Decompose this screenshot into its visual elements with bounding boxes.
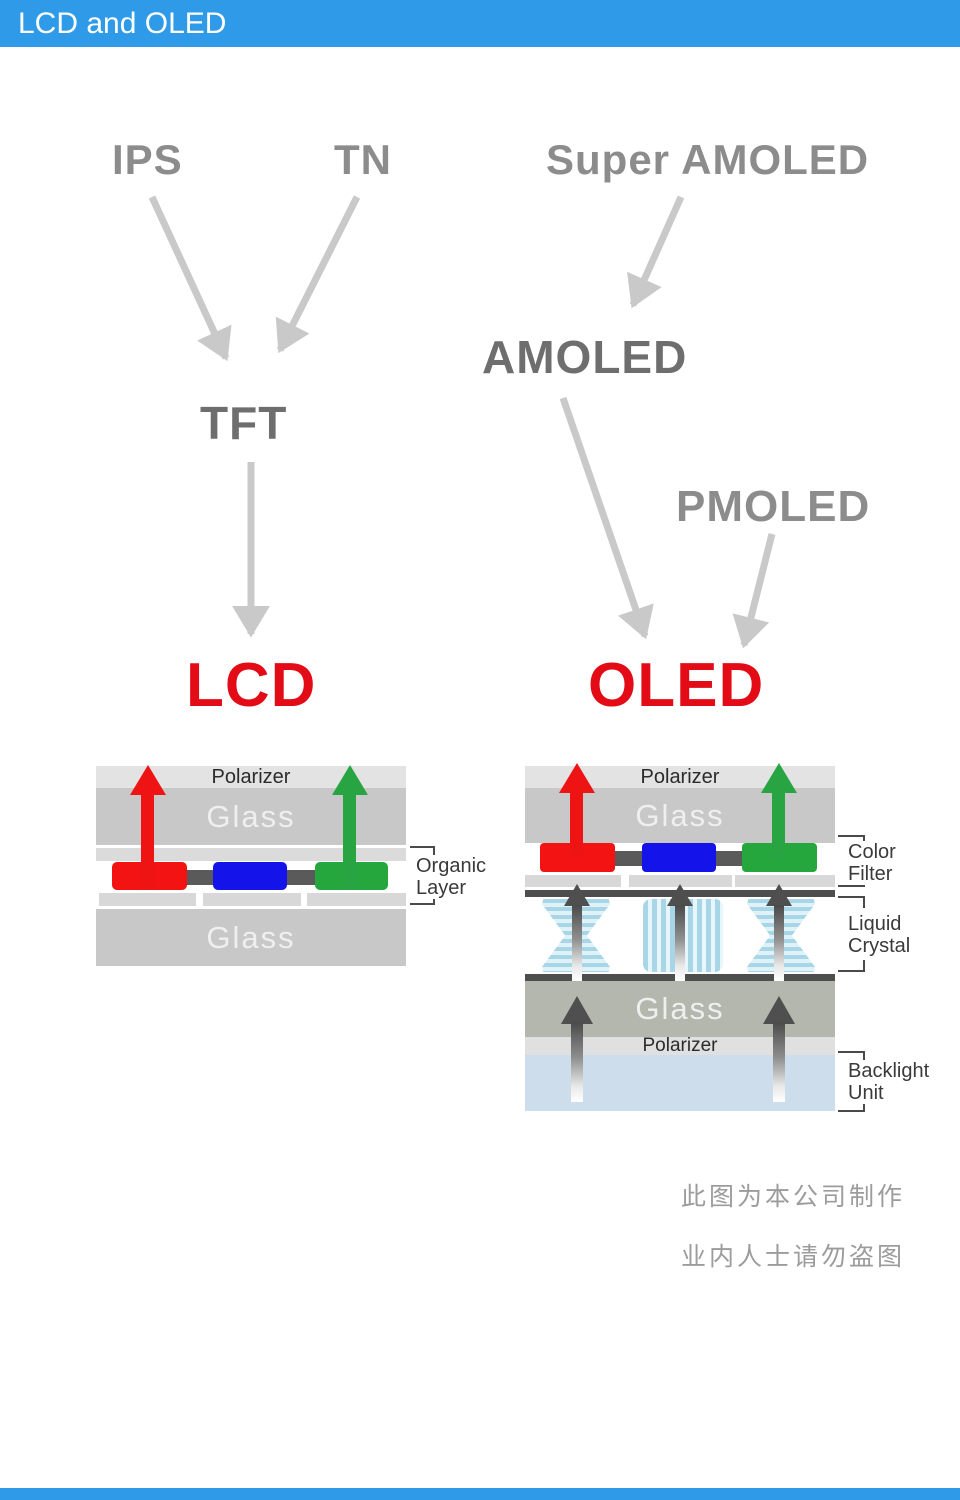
page-title: LCD and OLED — [18, 7, 227, 40]
liquid-crystal-label: Liquid Crystal — [846, 913, 913, 957]
lcd-thin-strip — [96, 848, 406, 861]
backlight-unit-label-line1: Backlight — [848, 1060, 930, 1082]
liquid-crystal-label-line2: Crystal — [848, 935, 911, 957]
liquid-crystal-label-line1: Liquid — [848, 913, 902, 935]
node-super-amoled: Super AMOLED — [546, 136, 870, 183]
lcd-subpixel-blue — [213, 862, 287, 890]
oled-segment — [525, 875, 621, 887]
node-tft: TFT — [200, 397, 288, 449]
watermark-line2: 业内人士请勿盗图 — [681, 1243, 906, 1271]
oled-polarizer-bottom-layer: Polarizer — [525, 1036, 835, 1055]
oled-segment — [735, 875, 835, 887]
backlight-unit-label: Backlight Unit — [846, 1060, 932, 1104]
header-bar: LCD and OLED — [0, 0, 960, 47]
arrow-superamoled-to-amoled — [627, 195, 685, 309]
arrow-ips-to-tft — [148, 195, 232, 362]
lcd-tft-segment — [99, 893, 196, 906]
color-filter-label-line1: Color — [848, 841, 896, 863]
node-ips: IPS — [112, 136, 183, 183]
oled-polarizer-top-layer: Polarizer — [525, 766, 835, 788]
footer-bar — [0, 1488, 960, 1500]
backlight-unit-label-line2: Unit — [848, 1082, 884, 1104]
organic-layer-bracket-top — [410, 846, 435, 858]
oled-subpixel-blue — [642, 843, 716, 872]
organic-layer-label-line2: Layer — [416, 877, 467, 899]
arrow-pmoled-to-oled — [732, 533, 776, 649]
node-amoled: AMOLED — [482, 331, 688, 383]
organic-layer-bracket-bottom — [410, 893, 435, 905]
red-light-arrow-shaft — [141, 793, 154, 890]
backlight-arrow-shaft — [571, 1022, 583, 1102]
backlight-arrow-shaft — [773, 1022, 785, 1102]
backlight-unit-bracket-top — [838, 1051, 865, 1063]
red-light-arrow-shaft — [570, 791, 583, 858]
node-oled: OLED — [588, 651, 765, 720]
lc-light-arrow-head — [564, 884, 590, 906]
arrow-tn-to-tft — [275, 195, 361, 354]
tree-arrows — [148, 195, 776, 649]
lcd-glass-bottom-layer: Glass — [96, 909, 406, 966]
lcd-polarizer-layer: Polarizer — [96, 766, 406, 788]
lcd-tft-segment — [203, 893, 301, 906]
red-light-arrow-head — [559, 763, 595, 793]
backlight-unit-bracket-bottom — [838, 1100, 865, 1112]
organic-layer-label: Organic Layer — [414, 855, 489, 899]
color-filter-label-line2: Filter — [848, 863, 893, 885]
liquid-crystal-bracket-bottom — [838, 960, 865, 972]
node-tn: TN — [334, 136, 392, 183]
lc-light-arrow-shaft — [774, 905, 784, 981]
watermark-line1: 此图为本公司制作 — [681, 1183, 906, 1211]
green-light-arrow-head — [332, 765, 368, 795]
color-filter-label: Color Filter — [846, 841, 898, 885]
lc-light-arrow-shaft — [572, 905, 582, 981]
lc-light-arrow-shaft — [675, 905, 685, 981]
liquid-crystal-bracket-top — [838, 896, 865, 908]
node-pmoled: PMOLED — [676, 482, 871, 531]
lcd-tft-segment — [307, 893, 406, 906]
organic-layer-label-line1: Organic — [416, 855, 487, 877]
oled-segment — [629, 875, 732, 887]
arrow-amoled-to-oled — [559, 396, 654, 640]
backlight-arrow-head — [763, 996, 795, 1024]
green-light-arrow-shaft — [772, 791, 785, 858]
green-light-arrow-head — [761, 763, 797, 793]
backlight-arrow-head — [561, 996, 593, 1024]
green-light-arrow-shaft — [343, 793, 356, 890]
node-lcd: LCD — [186, 651, 317, 720]
lc-light-arrow-head — [766, 884, 792, 906]
lc-light-arrow-head — [667, 884, 693, 906]
red-light-arrow-head — [130, 765, 166, 795]
